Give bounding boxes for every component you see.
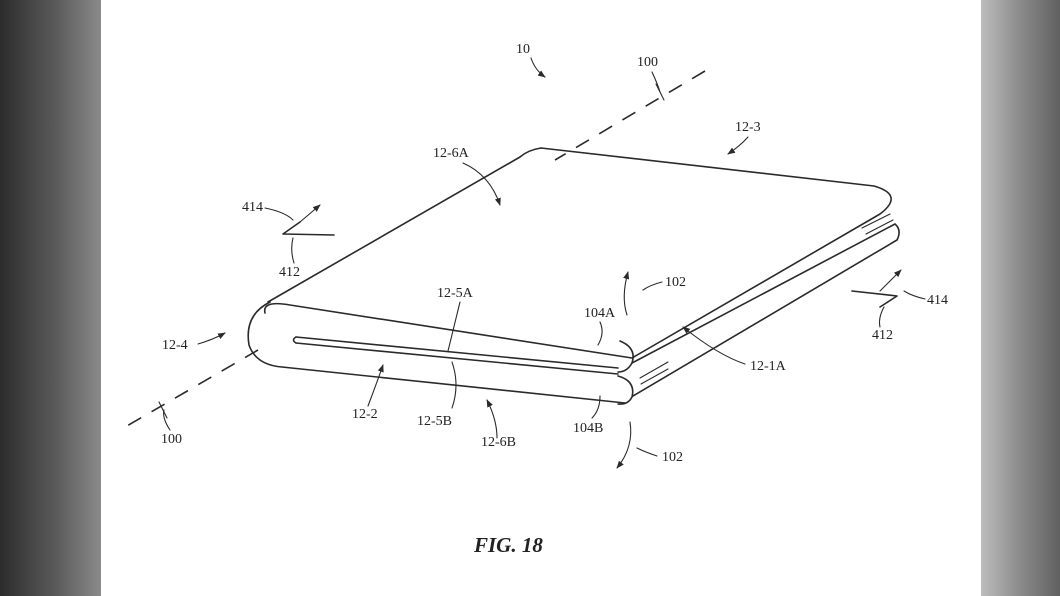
leader-414-right <box>903 290 926 300</box>
label-12-3: 12-3 <box>735 120 761 135</box>
figure-caption: FIG. 18 <box>473 533 543 557</box>
label-12-6B: 12-6B <box>481 435 516 450</box>
hatch-3 <box>639 361 669 379</box>
leader-12-5B <box>451 361 457 409</box>
device-gap-end <box>292 336 297 344</box>
label-12-1A: 12-1A <box>750 359 787 374</box>
label-12-4: 12-4 <box>162 338 188 353</box>
leader-102-bottom <box>636 447 658 457</box>
device-gap-line-top <box>295 336 619 369</box>
device-top-surface <box>263 147 892 359</box>
leader-100-bottom <box>163 409 171 431</box>
device-gap-line-bottom <box>295 342 619 375</box>
leader-12-3 <box>727 136 749 155</box>
label-12-5A: 12-5A <box>437 286 474 301</box>
sensor-right-symbol <box>851 290 898 308</box>
sensor-left-arrow <box>299 204 321 223</box>
label-12-2: 12-2 <box>352 407 378 422</box>
right-blur-border <box>981 0 1060 596</box>
label-12-6A: 12-6A <box>433 146 470 161</box>
leader-12-1A <box>682 326 746 365</box>
label-100-bottom: 100 <box>161 432 182 447</box>
sensor-right-arrow <box>879 269 902 292</box>
hatch-1 <box>861 213 891 229</box>
leader-412-right <box>878 306 885 328</box>
rotation-arrow-top <box>623 271 630 316</box>
leader-414-left <box>264 207 294 221</box>
left-blur-border <box>0 0 101 596</box>
label-10: 10 <box>516 42 530 57</box>
patent-drawing: 10 100 12-3 12-6A 414 412 12-4 100 12-5A… <box>119 42 948 557</box>
leader-12-5A <box>447 301 461 352</box>
label-414-left: 414 <box>242 200 263 215</box>
label-102-top: 102 <box>665 275 686 290</box>
axis-tick-bottom <box>158 401 168 419</box>
leader-12-4 <box>197 332 226 345</box>
patent-figure-sheet: 10 100 12-3 12-6A 414 412 12-4 100 12-5A… <box>101 0 981 596</box>
device-right-side <box>631 223 900 397</box>
leader-10 <box>530 57 546 78</box>
hatch-4 <box>640 368 669 385</box>
label-412-left: 412 <box>279 265 300 280</box>
label-100-top: 100 <box>637 55 658 70</box>
fold-axis-lower <box>119 349 259 431</box>
rotation-arrow-bottom <box>616 421 632 469</box>
leader-12-6A <box>462 162 501 206</box>
leader-104A <box>597 321 603 346</box>
label-102-bottom: 102 <box>662 450 683 465</box>
leader-100-top <box>651 71 661 93</box>
leader-412-left <box>291 237 295 264</box>
device-back-edge <box>267 147 542 303</box>
label-104A: 104A <box>584 306 616 321</box>
device-left-fold <box>247 301 626 404</box>
sensor-left-symbol <box>282 221 335 236</box>
label-12-5B: 12-5B <box>417 414 452 429</box>
label-414-right: 414 <box>927 293 948 308</box>
leader-104B <box>591 395 601 419</box>
leader-102-top <box>642 281 663 291</box>
fold-axis-upper <box>554 70 706 161</box>
hatch-2 <box>865 219 894 235</box>
label-104B: 104B <box>573 421 603 436</box>
leader-12-6B <box>486 399 498 439</box>
device-end-cap-bottom <box>617 375 634 405</box>
leader-12-2 <box>367 364 384 407</box>
label-412-right: 412 <box>872 328 893 343</box>
